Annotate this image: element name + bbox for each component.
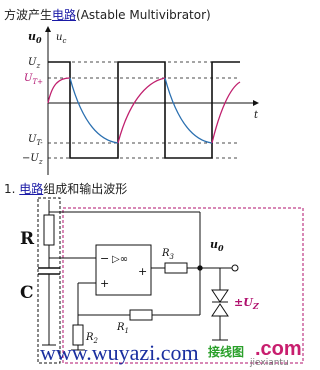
- label-minus: −: [100, 252, 109, 265]
- title-suffix: (Astable Multivibrator): [76, 8, 211, 22]
- label-utp: UT+: [24, 73, 43, 86]
- label-r-big: R: [20, 229, 35, 249]
- opamp-box: [95, 244, 152, 296]
- title-prefix: 方波产生: [4, 8, 53, 22]
- label-r1: R1: [116, 322, 129, 335]
- label-uz-zener: ±UZ: [234, 296, 260, 311]
- page-title: 方波产生电路(Astable Multivibrator): [4, 6, 211, 23]
- zener-diode-2: [211, 303, 229, 317]
- watermark-small: jiexiantu: [250, 358, 289, 368]
- label-utm: UT-: [28, 134, 43, 147]
- watermark-dotcom: .com: [255, 338, 302, 360]
- uc-fall-1: [69, 77, 119, 144]
- t-axis-arrow: [253, 100, 259, 106]
- uc-initial-rise: [47, 77, 71, 104]
- section-prefix: 1.: [4, 182, 20, 196]
- label-t: t: [254, 110, 259, 121]
- label-r2: R2: [85, 332, 99, 345]
- watermark-site: www.wuyazi.com: [40, 340, 199, 365]
- uc-fall-2: [164, 77, 213, 144]
- y-axis-arrow: [45, 26, 51, 32]
- label-nuz: −Uz: [22, 153, 43, 166]
- section-link[interactable]: 电路: [19, 182, 44, 196]
- resistor-r3: [164, 262, 188, 274]
- resistor-r: [43, 214, 55, 246]
- label-plus: +: [100, 277, 109, 290]
- label-uz: Uz: [28, 57, 40, 70]
- label-uo-output: u0: [210, 238, 224, 253]
- output-terminal: [231, 264, 239, 272]
- title-link[interactable]: 电路: [52, 8, 77, 22]
- uc-rise-2: [211, 81, 241, 144]
- uc-rise-1: [117, 77, 166, 144]
- label-uc: uc: [56, 32, 66, 45]
- waveform-plot: u0 uc Uz UT+ UT- −Uz t: [22, 26, 259, 175]
- zener-diode-1: [211, 289, 229, 303]
- watermark-cn: 接线图: [208, 345, 245, 359]
- resistor-r1: [129, 309, 153, 321]
- label-uo: u0: [28, 30, 42, 45]
- label-opamp-symbol: ▷∞: [112, 254, 128, 265]
- label-c-big: C: [20, 283, 34, 303]
- label-plus-output: +: [138, 265, 147, 278]
- comparator-dashed-box: [62, 207, 304, 364]
- section-heading: 1. 电路组成和输出波形: [4, 180, 127, 197]
- section-suffix: 组成和输出波形: [43, 182, 128, 196]
- circuit-diagram: [37, 197, 304, 364]
- rc-dashed-box: [37, 197, 61, 364]
- square-wave: [48, 61, 240, 159]
- label-r3: R3: [161, 248, 175, 261]
